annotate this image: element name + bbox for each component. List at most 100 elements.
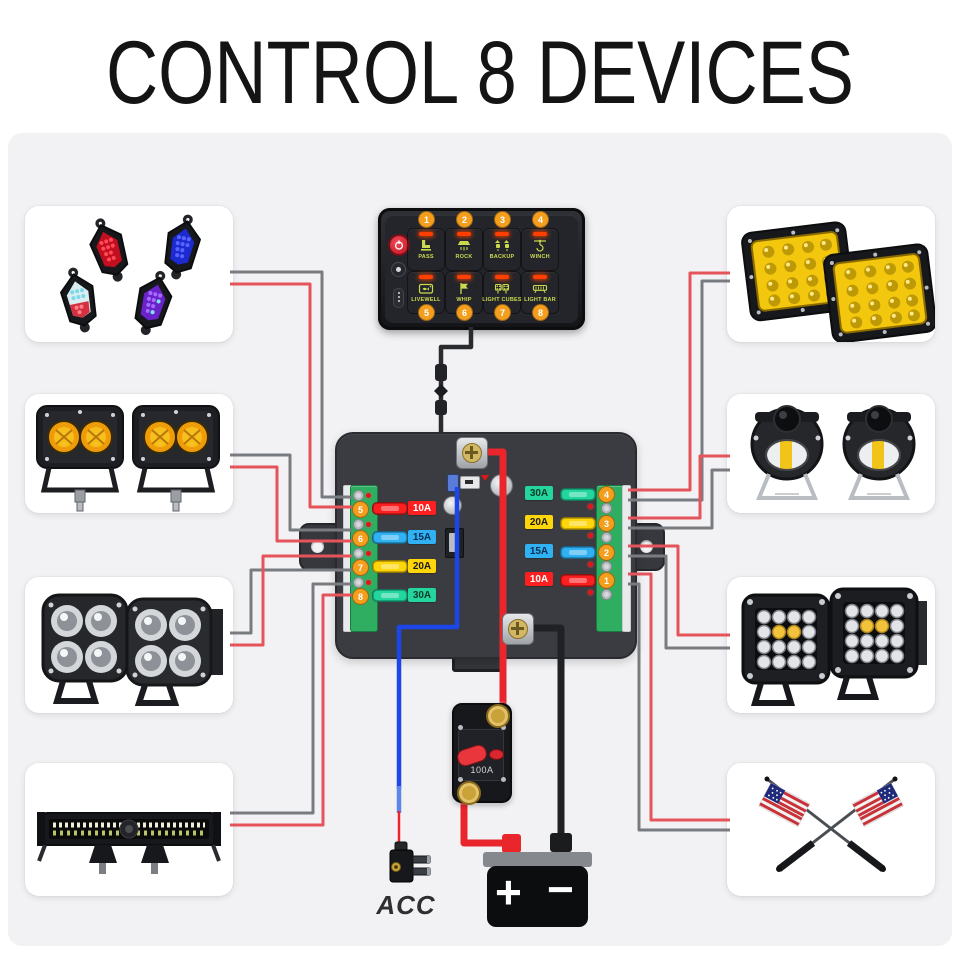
device-card-left-3: [25, 577, 233, 713]
led-indicator: [419, 275, 433, 279]
light-cubes-icon: [494, 281, 510, 296]
amber-flood-lights-image: [741, 221, 935, 342]
battery: [487, 866, 588, 927]
device-card-right-1: [727, 206, 935, 342]
battery-minus-sign: −: [547, 863, 574, 915]
device-card-right-3: [727, 577, 935, 713]
breaker-rating: 100A: [470, 765, 494, 775]
fuse-rating-label: 30A: [525, 486, 553, 500]
channel-number: 2: [598, 544, 615, 561]
channel-badge: 6: [456, 304, 473, 321]
channel-badge: 2: [456, 211, 473, 228]
circuit-breaker: 100A: [452, 703, 512, 805]
led-indicator: [419, 232, 433, 236]
switch-label: BACKUP: [489, 254, 515, 260]
battery-top: [483, 852, 592, 867]
switch-button-rock: ROCK: [445, 228, 483, 271]
device-card-right-2: [727, 394, 935, 513]
status-led: [366, 551, 371, 556]
switch-panel: 1 2 3 4 5 6 7 8 PASS ROCK BA: [378, 208, 585, 330]
fuse-rating-label: 30A: [408, 588, 436, 602]
fuse: [372, 560, 408, 573]
device-card-left-2: [25, 394, 233, 513]
fuse: [560, 546, 596, 559]
battery-terminal-negative: [550, 833, 572, 852]
terminal-screw: [353, 577, 364, 588]
fuse-rating-label: 20A: [408, 559, 436, 573]
switch-label: LIGHT CUBES: [482, 297, 522, 303]
internal-jack: [445, 528, 464, 558]
seat-icon: [418, 238, 434, 253]
acc-label: ACC: [376, 890, 436, 920]
power-stud-ground: [502, 613, 534, 645]
channel-badge: 7: [494, 304, 511, 321]
internal-knob: [490, 474, 513, 497]
internal-knob: [443, 496, 462, 515]
channel-number: 5: [352, 501, 369, 518]
breaker-stud: [486, 704, 510, 728]
switch-button-pass: PASS: [407, 228, 445, 271]
terminal-screw: [353, 519, 364, 530]
switch-label: LIVEWELL: [411, 297, 441, 303]
livewell-icon: [418, 281, 434, 296]
channel-badge: 5: [418, 304, 435, 321]
device-card-right-4: [727, 763, 935, 896]
backup-light-icon: [494, 238, 510, 253]
status-led: [588, 533, 593, 538]
indicator-arrow: [481, 475, 489, 481]
battery-terminal-positive: [502, 834, 521, 853]
channel-badge: 4: [532, 211, 549, 228]
power-button: [388, 234, 410, 256]
internal-connector: [447, 474, 459, 492]
page-title: CONTROL 8 DEVICES: [106, 23, 854, 123]
device-card-left-1: [25, 206, 233, 342]
fuse-rating-label: 20A: [525, 515, 553, 529]
channel-number: 3: [598, 515, 615, 532]
power-icon: [394, 240, 404, 250]
fuse-rating-label: 15A: [525, 544, 553, 558]
status-led: [588, 562, 593, 567]
terminal-screw: [601, 532, 612, 543]
internal-switch: [460, 476, 480, 489]
acc-fuse-tap-connector: [389, 841, 431, 883]
led-indicator: [457, 275, 471, 279]
led-indicator: [533, 232, 547, 236]
fuse: [560, 574, 596, 587]
breaker-test-button: [489, 749, 504, 760]
fuse-rating-label: 10A: [525, 572, 553, 586]
round-quad-pod-lights-image: [41, 593, 223, 706]
power-stud-positive: [456, 437, 488, 469]
switch-label: WINCH: [530, 254, 550, 260]
flag-whips-image: [758, 776, 904, 872]
led-indicator: [495, 232, 509, 236]
switch-label: ROCK: [455, 254, 473, 260]
channel-number: 1: [598, 572, 615, 589]
mode-dots-button: [393, 288, 404, 308]
channel-badge: 1: [418, 211, 435, 228]
led-indicator: [533, 275, 547, 279]
fuse: [372, 502, 408, 515]
channel-number: 7: [352, 559, 369, 576]
light-bar-icon: [532, 281, 548, 296]
switch-label: PASS: [418, 254, 434, 260]
dimmer-button: [391, 262, 406, 277]
terminal-strip: [622, 485, 631, 632]
status-led: [366, 580, 371, 585]
status-led: [366, 522, 371, 527]
rgb-rock-lights-image: [59, 214, 202, 336]
dimmer-icon: [396, 267, 401, 272]
mounting-hole: [640, 540, 653, 553]
channel-number: 8: [352, 588, 369, 605]
status-led: [588, 504, 593, 509]
battery-plus-sign: +: [495, 866, 522, 918]
fuse: [560, 488, 596, 501]
led-cube-lights-image: [741, 587, 927, 706]
breaker-stud: [457, 781, 481, 805]
terminal-screw: [353, 490, 364, 501]
fuse-rating-label: 10A: [408, 501, 436, 515]
mounting-hole: [311, 540, 324, 553]
channel-badge: 3: [494, 211, 511, 228]
switch-label: WHIP: [456, 297, 472, 303]
channel-number: 6: [352, 530, 369, 547]
whip-flag-icon: [456, 281, 472, 296]
